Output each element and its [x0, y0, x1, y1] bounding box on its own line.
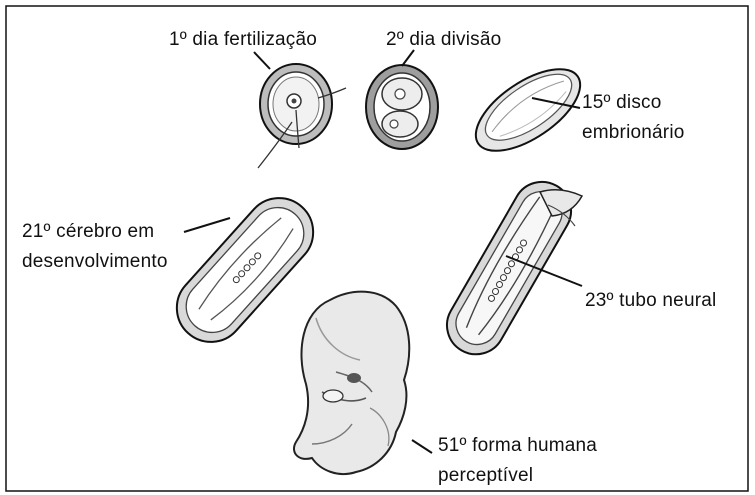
label-day21-line1: 21º cérebro em [22, 221, 154, 242]
label-day51-line2: perceptível [438, 465, 533, 486]
label-day21-line2: desenvolvimento [22, 251, 168, 272]
label-day51-line1: 51º forma humana [438, 435, 597, 456]
label-day2-division: 2º dia divisão [386, 29, 501, 50]
two-cell-embryo-illustration [366, 65, 438, 149]
label-day1-fertilization: 1º dia fertilização [169, 29, 317, 50]
label-day15-line2: embrionário [582, 122, 685, 143]
label-day23-neural-tube: 23º tubo neural [585, 290, 716, 311]
label-day15-line1: 15º disco [582, 92, 662, 113]
